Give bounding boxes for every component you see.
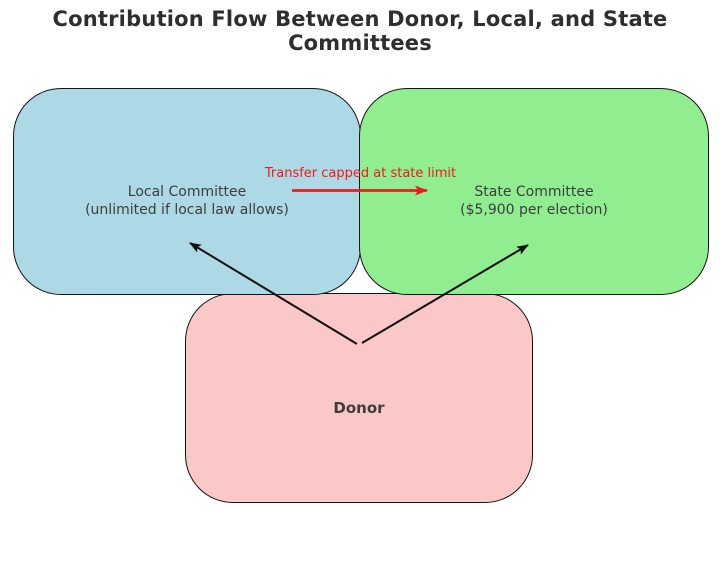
donor-label: Donor (333, 399, 385, 417)
state-committee-label: State Committee ($5,900 per election) (359, 183, 709, 219)
state-committee-label-line1: State Committee (474, 184, 594, 200)
donor-node (185, 293, 533, 503)
local-committee-label: Local Committee (unlimited if local law … (13, 183, 361, 219)
transfer-cap-label: Transfer capped at state limit (264, 166, 457, 181)
diagram-title: Contribution Flow Between Donor, Local, … (52, 7, 668, 55)
local-committee-label-line1: Local Committee (127, 184, 247, 200)
local-committee-label-line2: (unlimited if local law allows) (85, 202, 289, 218)
state-committee-label-line2: ($5,900 per election) (460, 202, 608, 218)
